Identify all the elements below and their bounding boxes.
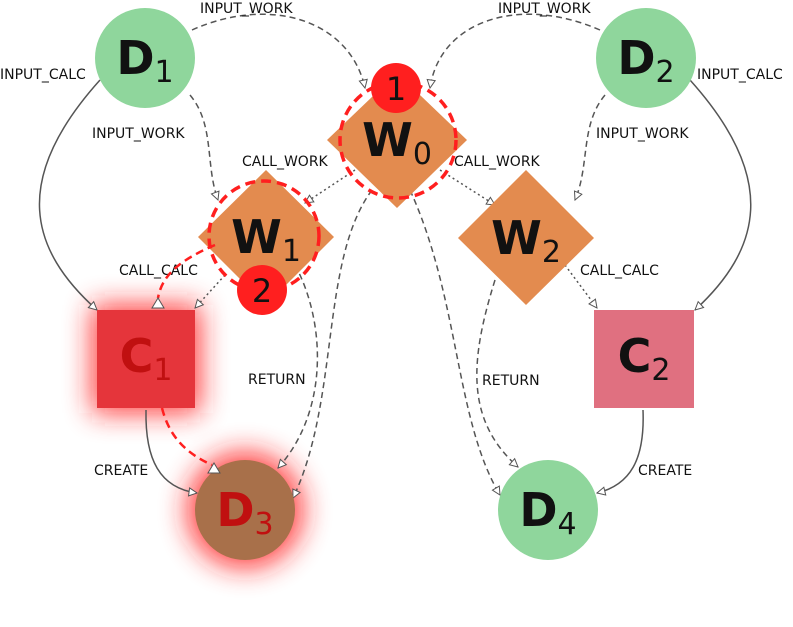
svg-text:W0: W0 bbox=[362, 113, 432, 172]
label-d1-w0: INPUT_WORK bbox=[200, 1, 293, 17]
edge-c2-d4 bbox=[597, 409, 644, 493]
badge-step-2-text: 2 bbox=[252, 272, 272, 310]
badge-step-1-text: 1 bbox=[386, 70, 406, 108]
label-c1-d3: CREATE bbox=[94, 463, 148, 479]
node-w2-main: W bbox=[491, 211, 542, 265]
node-d2-sub: 2 bbox=[656, 55, 675, 90]
node-c1-main: C bbox=[120, 329, 154, 383]
node-d2[interactable]: D2 bbox=[596, 8, 696, 108]
edge-w0-w1 bbox=[305, 169, 356, 204]
node-w1-sub: 1 bbox=[282, 234, 301, 269]
edge-d1-c1 bbox=[38, 79, 101, 310]
node-w0-sub: 0 bbox=[413, 137, 432, 172]
label-c2-d4: CREATE bbox=[638, 463, 692, 479]
nodes: D1 D2 W0 W1 W2 bbox=[95, 8, 696, 560]
edge-c1-d3 bbox=[145, 409, 197, 493]
edge-w1-d3 bbox=[278, 264, 319, 468]
node-w2-sub: 2 bbox=[542, 235, 561, 270]
label-d2-c2: INPUT_CALC bbox=[697, 67, 783, 83]
highlight-arrow-c1 bbox=[151, 297, 165, 309]
node-d2-main: D bbox=[617, 31, 655, 85]
edge-w0-d4 bbox=[409, 189, 501, 495]
svg-text:C1: C1 bbox=[120, 329, 173, 388]
node-d3-main: D bbox=[216, 483, 254, 537]
label-d1-c1: INPUT_CALC bbox=[0, 67, 86, 83]
node-d4-main: D bbox=[519, 483, 557, 537]
node-c1-sub: 1 bbox=[153, 353, 172, 388]
node-w1[interactable]: W1 bbox=[198, 170, 334, 305]
edge-d2-w0 bbox=[430, 13, 601, 88]
edge-w0-d3 bbox=[292, 189, 373, 498]
edge-d2-c2 bbox=[689, 79, 752, 310]
edge-d2-w2 bbox=[575, 94, 606, 200]
edge-w2-c2 bbox=[564, 264, 597, 308]
highlight-path-w1-c1 bbox=[156, 243, 216, 299]
node-d1-main: D bbox=[116, 31, 154, 85]
svg-text:D4: D4 bbox=[519, 483, 576, 542]
label-w1-c1: CALL_CALC bbox=[119, 263, 198, 279]
highlight-arrow-d3 bbox=[207, 462, 221, 474]
node-w0-main: W bbox=[362, 113, 413, 167]
node-c2-sub: 2 bbox=[651, 353, 670, 388]
label-d2-w0: INPUT_WORK bbox=[498, 1, 591, 17]
svg-text:C2: C2 bbox=[618, 329, 671, 388]
node-c2-main: C bbox=[618, 329, 652, 383]
svg-text:W1: W1 bbox=[231, 210, 301, 269]
label-d1-w1: INPUT_WORK bbox=[92, 126, 185, 142]
node-w1-main: W bbox=[231, 210, 282, 264]
label-w0-w1: CALL_WORK bbox=[242, 154, 329, 170]
node-c2[interactable]: C2 bbox=[594, 310, 694, 408]
badge-step-1: 1 bbox=[371, 63, 421, 113]
label-d2-w2: INPUT_WORK bbox=[596, 126, 689, 142]
badge-step-2: 2 bbox=[237, 265, 287, 315]
label-w2-d4: RETURN bbox=[482, 373, 540, 389]
edges bbox=[38, 13, 752, 498]
label-w2-c2: CALL_CALC bbox=[580, 263, 659, 279]
node-c1[interactable]: C1 bbox=[97, 310, 195, 408]
label-w1-d3: RETURN bbox=[248, 372, 306, 388]
node-d4[interactable]: D4 bbox=[498, 460, 598, 560]
svg-text:D3: D3 bbox=[216, 483, 273, 542]
node-d1-sub: 1 bbox=[155, 55, 174, 90]
edge-w1-c1 bbox=[195, 274, 226, 308]
node-d4-sub: 4 bbox=[558, 507, 577, 542]
svg-text:D2: D2 bbox=[617, 31, 674, 90]
svg-text:D1: D1 bbox=[116, 31, 173, 90]
edge-d1-w1 bbox=[189, 94, 218, 200]
edge-d1-w0 bbox=[191, 13, 365, 88]
node-w2[interactable]: W2 bbox=[458, 170, 594, 305]
edge-w0-w2 bbox=[439, 169, 495, 206]
node-d3[interactable]: D3 bbox=[195, 460, 295, 560]
svg-text:W2: W2 bbox=[491, 211, 561, 270]
node-d1[interactable]: D1 bbox=[95, 8, 195, 108]
highlight-path-c1-d3 bbox=[160, 407, 213, 467]
node-w0[interactable]: W0 bbox=[327, 73, 467, 208]
node-d3-sub: 3 bbox=[255, 507, 274, 542]
highlight-overlay: 1 2 bbox=[151, 63, 458, 474]
label-w0-w2: CALL_WORK bbox=[454, 154, 541, 170]
